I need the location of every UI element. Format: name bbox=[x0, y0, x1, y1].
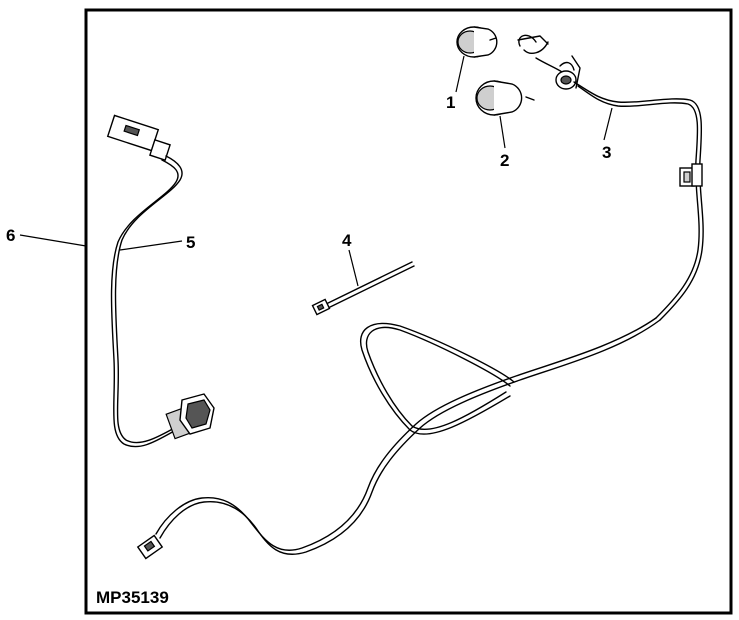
switch-harness-5 bbox=[106, 114, 215, 448]
leader-4 bbox=[348, 249, 359, 287]
callout-1: 1 bbox=[446, 93, 455, 112]
figure-id: MP35139 bbox=[96, 588, 169, 607]
callout-3: 3 bbox=[602, 143, 611, 162]
callout-4: 4 bbox=[342, 231, 352, 250]
lamp-2 bbox=[475, 80, 535, 116]
cable-tie-4 bbox=[311, 261, 415, 316]
lamp-harness-3 bbox=[517, 34, 704, 321]
main-harness-6 bbox=[136, 317, 661, 560]
leader-3 bbox=[603, 107, 613, 141]
callout-2: 2 bbox=[500, 151, 509, 170]
switch-body bbox=[165, 393, 215, 440]
lamp-1 bbox=[456, 26, 498, 58]
harness-end-connector bbox=[136, 534, 164, 560]
callout-5: 5 bbox=[186, 233, 195, 252]
leader-6 bbox=[19, 234, 87, 247]
leader-5 bbox=[119, 240, 183, 251]
leader-2 bbox=[499, 115, 506, 149]
diagram-frame bbox=[84, 8, 733, 615]
leader-1 bbox=[455, 55, 465, 93]
callout-6: 6 bbox=[6, 226, 15, 245]
